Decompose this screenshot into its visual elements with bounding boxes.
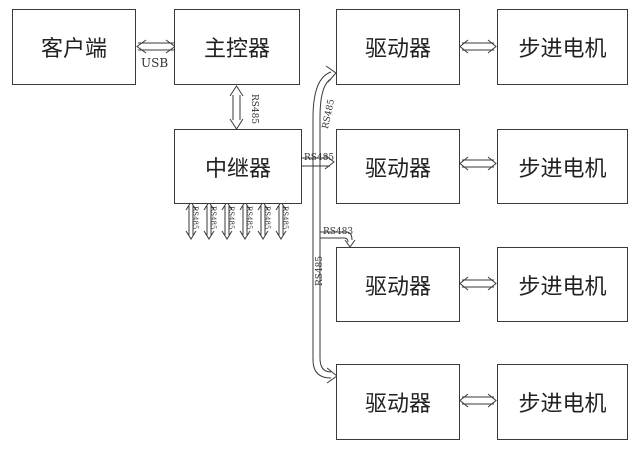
driver-motor-link-arrow-1 xyxy=(459,39,497,54)
stepper-motor-box-4: 步进电机 xyxy=(497,364,628,440)
driver-motor-link-arrow-2 xyxy=(459,156,497,171)
relay-port-arrows xyxy=(185,201,287,240)
relay-driver2-rs485-label: RS485 xyxy=(304,153,335,163)
stepper-motor-label-1: 步进电机 xyxy=(518,37,607,62)
usb-label: USB xyxy=(141,56,169,70)
relay-label: 中继器 xyxy=(204,156,271,182)
driver-label-3: 驱动器 xyxy=(364,274,431,300)
stepper-motor-label-4: 步进电机 xyxy=(518,392,607,417)
driver-box-1: 驱动器 xyxy=(336,9,460,85)
relay-port-label-4: RS485 xyxy=(245,206,253,230)
driver-label-2: 驱动器 xyxy=(364,156,431,182)
usb-link-arrow xyxy=(136,39,176,54)
relay-port-label-6: RS485 xyxy=(281,206,289,230)
bus-lower-rs485-label: RS485 xyxy=(315,255,325,286)
stepper-motor-box-1: 步进电机 xyxy=(497,9,628,85)
driver-label-1: 驱动器 xyxy=(364,37,431,62)
driver-label-4: 驱动器 xyxy=(364,392,431,417)
client-label: 客户端 xyxy=(40,37,107,62)
stepper-motor-label-2: 步进电机 xyxy=(518,156,607,182)
relay-port-label-2: RS485 xyxy=(209,206,217,230)
master-relay-rs485-label: RS485 xyxy=(249,94,259,125)
relay-box: 中继器 xyxy=(174,129,302,204)
driver-box-2: 驱动器 xyxy=(336,129,460,204)
stepper-motor-label-3: 步进电机 xyxy=(518,274,607,300)
bus-driver3-rs485-label: RS483 xyxy=(323,227,354,237)
stepper-motor-box-3: 步进电机 xyxy=(497,247,628,322)
driver-motor-link-arrow-3 xyxy=(459,276,497,291)
master-controller-box: 主控器 xyxy=(174,9,300,85)
relay-driver2-link xyxy=(302,154,335,170)
relay-port-label-5: RS485 xyxy=(263,206,271,230)
driver-box-4: 驱动器 xyxy=(336,364,460,440)
relay-port-label-1: RS485 xyxy=(191,206,199,230)
driver-motor-link-arrow-4 xyxy=(459,393,497,408)
stepper-motor-box-2: 步进电机 xyxy=(497,129,628,204)
relay-port-label-3: RS485 xyxy=(227,206,235,230)
client-box: 客户端 xyxy=(12,9,136,85)
rs485-bus-trunk xyxy=(312,65,338,384)
master-controller-label: 主控器 xyxy=(203,37,270,62)
driver-box-3: 驱动器 xyxy=(336,247,460,322)
master-relay-link-arrow xyxy=(229,85,244,130)
